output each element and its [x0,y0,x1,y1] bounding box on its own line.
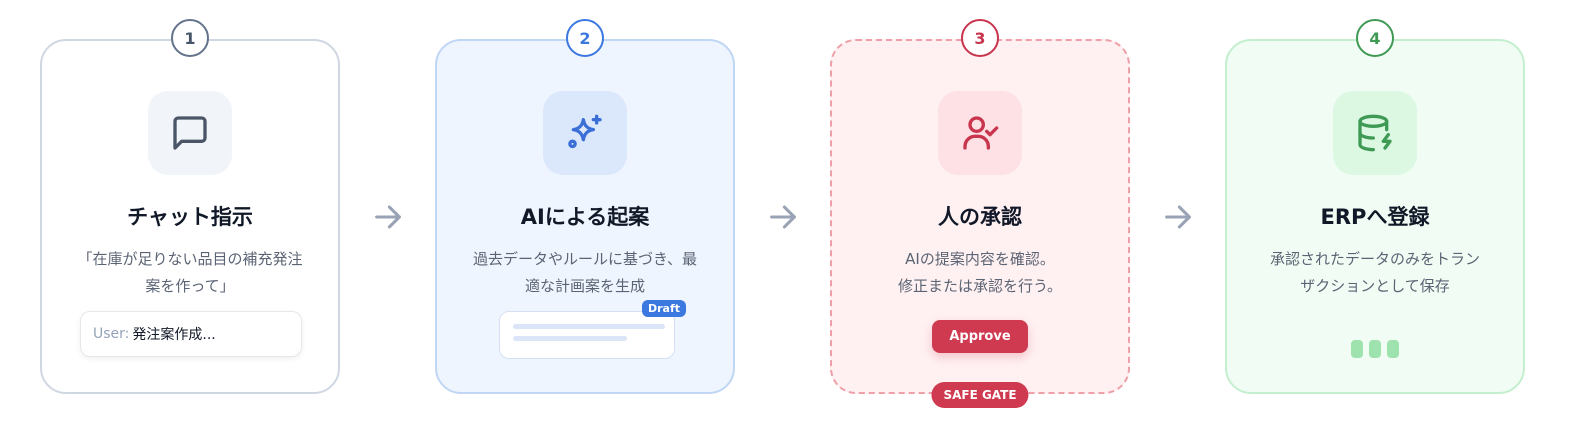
icon-container [938,91,1022,175]
icon-container [1333,91,1417,175]
sparkles-icon [568,114,602,149]
step-number-badge: 1 [171,19,209,57]
message-square-icon [173,116,207,150]
draft-badge: Draft [641,300,686,317]
safe-gate-badge: SAFE GATE [931,382,1029,408]
step-number-badge: 4 [1356,19,1394,57]
flow-arrow [371,200,405,234]
step-title: ERPへ登録 [1320,205,1430,229]
step-card-ai-draft: 2 AIによる起案 過去データやルールに基づき、最適な計画案を生成 Draft [435,19,735,394]
record-block [1351,340,1363,358]
chat-speaker-label: User: [93,326,130,342]
description-line: AIの提案内容を確認。 [905,250,1055,268]
record-block [1369,340,1381,358]
arrow-right-icon [375,205,401,229]
step-number-badge: 2 [566,19,604,57]
database-zap-icon [1358,114,1392,152]
record-blocks-indicator [1351,340,1399,358]
arrow-right-icon [770,205,796,229]
step-title: チャット指示 [127,205,253,229]
arrow-right-icon [1165,205,1191,229]
step-card-erp-register: 4 ERPへ登録 承認されたデータのみをトランザクションとして保存 [1225,19,1525,394]
step-title: 人の承認 [938,205,1022,229]
chat-message-text: 発注案作成... [132,327,216,343]
step-title: AIによる起案 [520,205,650,229]
step-description: 承認されたデータのみをトランザクションとして保存 [1269,250,1480,295]
icon-container [148,91,232,175]
step-number-badge: 3 [961,19,999,57]
step-description: 「在庫が足りない品目の補充発注案を作って」 [77,250,303,295]
description-line: 修正または承認を行う。 [897,277,1063,295]
flow-arrow [1161,200,1195,234]
approve-button[interactable]: Approve [932,320,1028,353]
chat-preview: User: 発注案作成... [80,311,302,357]
icon-container [543,91,627,175]
step-card-chat-instruction: 1 チャット指示 「在庫が足りない品目の補充発注案を作って」 User: 発注案… [40,19,340,394]
placeholder-line [513,324,665,329]
flow-arrow [766,200,800,234]
step-description: AIの提案内容を確認。 修正または承認を行う。 [862,246,1098,300]
step-card-human-approval: 3 人の承認 AIの提案内容を確認。 修正または承認を行う。 Approve S… [830,19,1130,408]
step-description: 過去データやルールに基づき、最適な計画案を生成 [473,250,697,295]
placeholder-line [513,336,627,341]
draft-document-preview: Draft [499,300,686,359]
user-check-icon [963,116,999,150]
record-block [1387,340,1399,358]
